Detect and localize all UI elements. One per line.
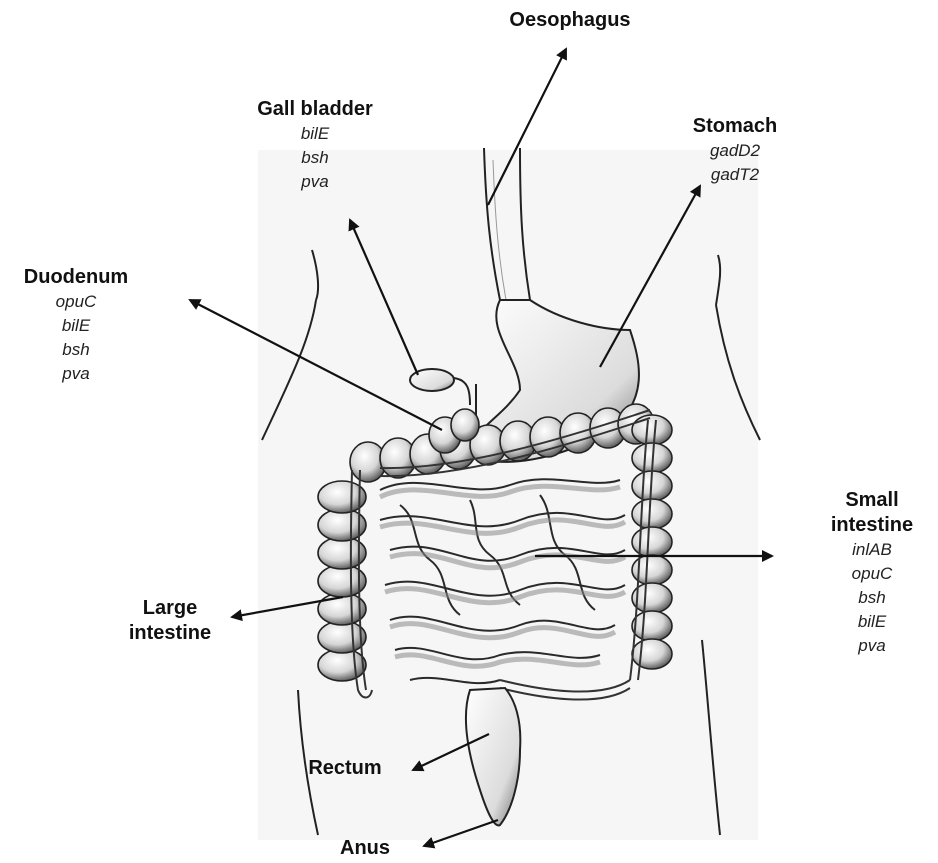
duodenum-segment: [451, 409, 479, 441]
label-rectum: Rectum: [290, 756, 400, 781]
oesophagus-name: Oesophagus: [505, 8, 635, 33]
label-duodenum: Duodenum opuC bilE bsh pva: [6, 265, 146, 386]
colon-segment: [632, 499, 672, 529]
gall-bladder-gene: bsh: [230, 146, 400, 170]
small-intestine-gene: bsh: [808, 586, 936, 610]
label-oesophagus: Oesophagus: [505, 8, 635, 33]
colon-segment: [632, 527, 672, 557]
label-large-intestine: Large intestine: [105, 596, 235, 646]
anus-name: Anus: [320, 836, 410, 861]
small-intestine-gene: bilE: [808, 610, 936, 634]
gall-bladder-gene: bilE: [230, 122, 400, 146]
rectum-name: Rectum: [290, 756, 400, 781]
label-small-intestine: Small intestine inlAB opuC bsh bilE pva: [808, 488, 936, 658]
small-intestine-gene: pva: [808, 634, 936, 658]
small-intestine-gene: opuC: [808, 562, 936, 586]
label-anus: Anus: [320, 836, 410, 861]
colon-segment: [632, 639, 672, 669]
duodenum-gene: pva: [6, 362, 146, 386]
gall-bladder-name: Gall bladder: [230, 97, 400, 122]
large-intestine-name-line1: Large: [105, 596, 235, 621]
large-intestine-name-line2: intestine: [105, 621, 235, 646]
small-intestine-name-line2: intestine: [808, 513, 936, 538]
label-gall-bladder: Gall bladder bilE bsh pva: [230, 97, 400, 194]
colon-segment: [632, 415, 672, 445]
gall-bladder-gene: pva: [230, 170, 400, 194]
duodenum-name: Duodenum: [6, 265, 146, 290]
label-stomach: Stomach gadD2 gadT2: [675, 114, 795, 187]
colon-segment: [632, 611, 672, 641]
stomach-gene: gadD2: [675, 139, 795, 163]
small-intestine-name-line1: Small: [808, 488, 936, 513]
stomach-name: Stomach: [675, 114, 795, 139]
duodenum-gene: opuC: [6, 290, 146, 314]
duodenum-gene: bilE: [6, 314, 146, 338]
duodenum-gene: bsh: [6, 338, 146, 362]
stomach-gene: gadT2: [675, 163, 795, 187]
small-intestine-gene: inlAB: [808, 538, 936, 562]
